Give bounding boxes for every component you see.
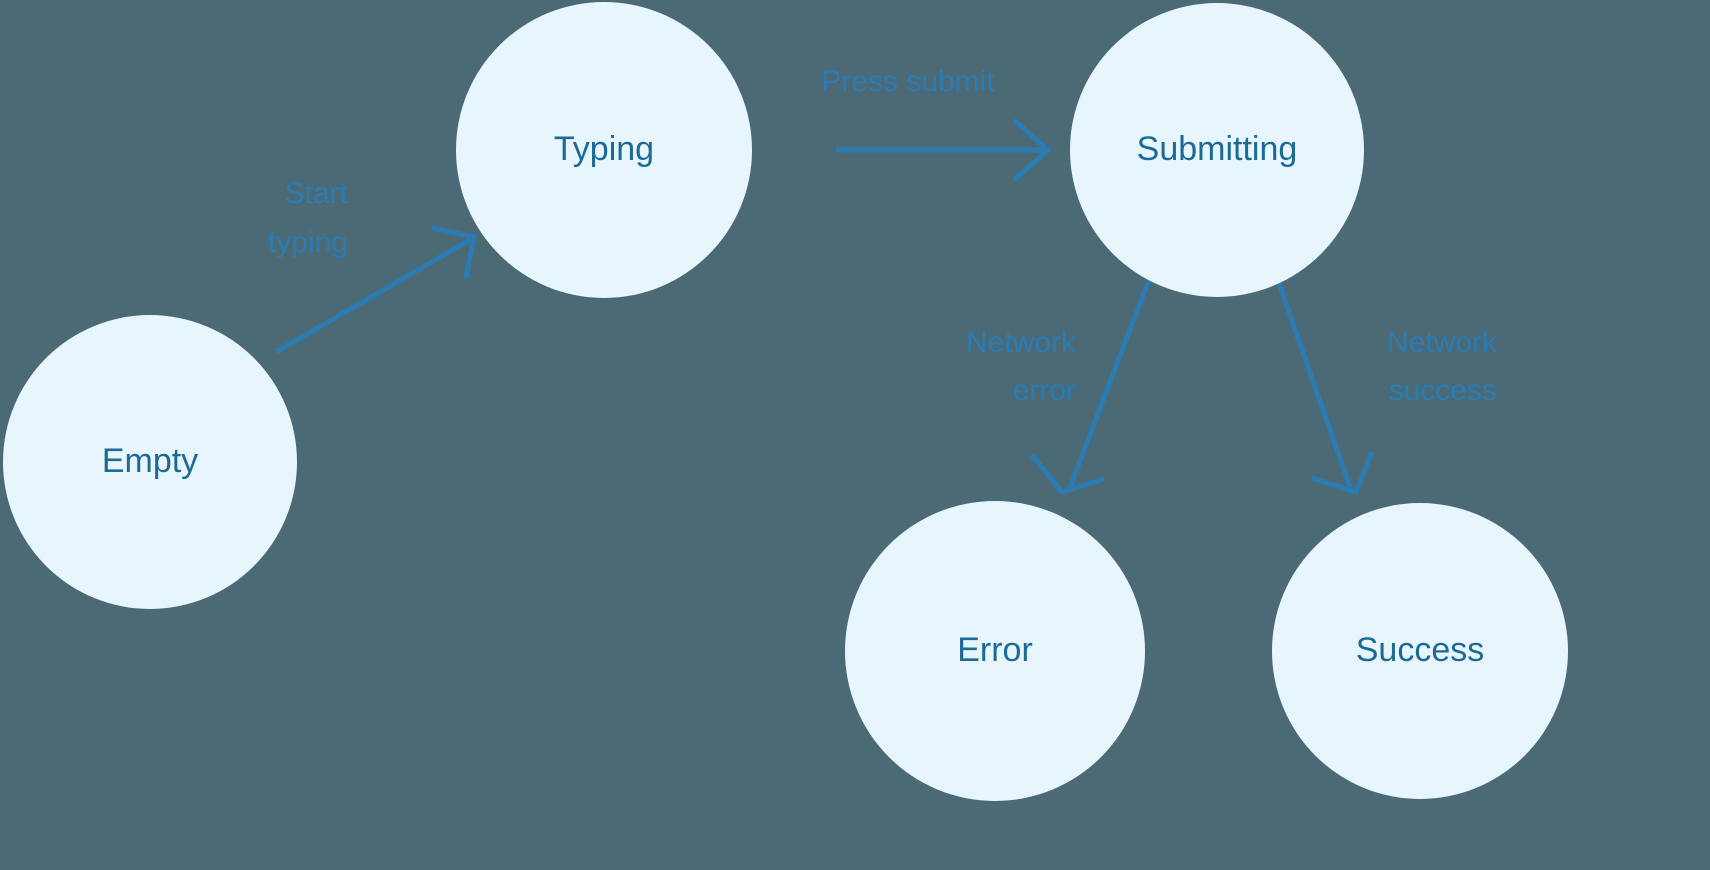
edge-submitting-to-success-line: [1272, 271, 1353, 488]
edge-empty-to-typing-arrowhead: [431, 225, 477, 279]
edge-label-start-typing-line-2: typing: [268, 226, 348, 259]
state-node-success[interactable]: Success: [1272, 503, 1568, 799]
edge-submitting-to-error-line: [1067, 271, 1155, 488]
edge-typing-to-submitting-arrowhead: [1012, 118, 1052, 182]
state-node-success-label: Success: [1356, 631, 1485, 669]
edge-label-start-typing-line-1: Start: [285, 177, 349, 210]
edge-label-network-success-line-2: success: [1389, 374, 1497, 407]
edge-empty-to-typing-line: [274, 237, 472, 355]
state-node-empty-label: Empty: [102, 442, 198, 480]
state-node-error-circle[interactable]: [845, 501, 1145, 801]
state-node-submitting-label: Submitting: [1137, 130, 1298, 168]
edge-submitting-to-error: [1030, 271, 1155, 495]
state-node-submitting-circle[interactable]: [1070, 3, 1364, 297]
edge-empty-to-typing: [274, 225, 477, 355]
edge-typing-to-submitting: [836, 118, 1052, 182]
edge-label-network-success: Network success: [1387, 326, 1498, 407]
state-node-success-circle[interactable]: [1272, 503, 1568, 799]
state-node-error-label: Error: [957, 631, 1033, 669]
edge-submitting-to-error-arrowhead: [1030, 453, 1105, 495]
edge-label-network-error: Network error: [966, 326, 1077, 407]
state-node-empty-circle[interactable]: [3, 315, 297, 609]
state-node-typing[interactable]: Typing: [456, 2, 752, 298]
edge-label-press-submit: Press submit: [821, 65, 995, 98]
edge-submitting-to-success-arrowhead: [1311, 451, 1375, 496]
edge-label-start-typing: Start typing: [268, 177, 349, 259]
state-node-empty[interactable]: Empty: [3, 315, 297, 609]
edge-label-network-error-line-2: error: [1013, 374, 1076, 407]
state-node-typing-circle[interactable]: [456, 2, 752, 298]
edge-submitting-to-success: [1272, 271, 1375, 496]
state-node-error[interactable]: Error: [845, 501, 1145, 801]
edge-label-network-error-line-1: Network: [966, 326, 1077, 359]
state-node-typing-label: Typing: [554, 130, 654, 168]
edge-label-press-submit-line-1: Press submit: [821, 65, 995, 98]
edge-label-network-success-line-1: Network: [1387, 326, 1498, 359]
state-node-submitting[interactable]: Submitting: [1070, 3, 1364, 297]
